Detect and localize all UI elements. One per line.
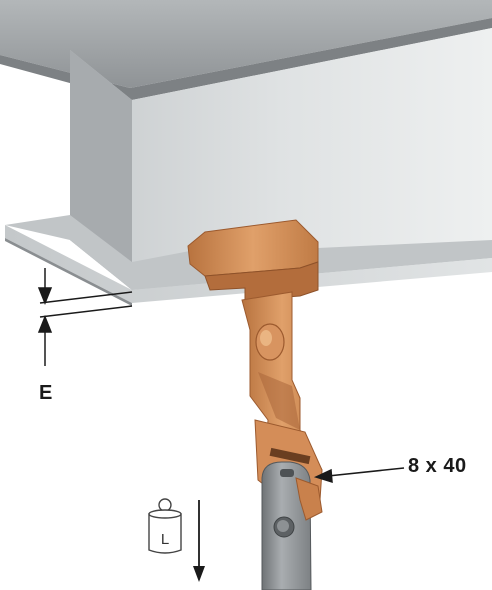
arrow-down-icon xyxy=(193,566,205,582)
beam-web xyxy=(70,28,492,290)
beam-bottom-flange-edge xyxy=(5,238,132,306)
arrow-up-icon xyxy=(37,314,53,333)
clip-rivet-highlight xyxy=(260,330,272,346)
slot-size-label: 8 x 40 xyxy=(408,455,467,477)
load-indicator xyxy=(148,498,205,582)
dimension-e-ext-top xyxy=(39,291,133,304)
clip-jaw-underside xyxy=(204,261,319,301)
hanger-strap xyxy=(261,461,323,590)
dimension-e xyxy=(37,268,133,366)
clip-hook-tab xyxy=(295,477,323,521)
dimension-e-ext-bottom xyxy=(39,305,133,318)
beam-clip xyxy=(187,219,323,521)
thickness-label: E xyxy=(39,382,53,404)
arrow-down-icon xyxy=(37,287,53,306)
weight-icon xyxy=(148,498,182,554)
beam-top-flange xyxy=(0,0,492,88)
hanger-strap-slot xyxy=(280,469,294,477)
clip-twist-shadow xyxy=(258,372,300,430)
clip-slot xyxy=(269,447,311,465)
load-label: L xyxy=(160,531,170,548)
leader-arrow-icon xyxy=(313,468,333,484)
slot-size-leader xyxy=(313,467,405,484)
